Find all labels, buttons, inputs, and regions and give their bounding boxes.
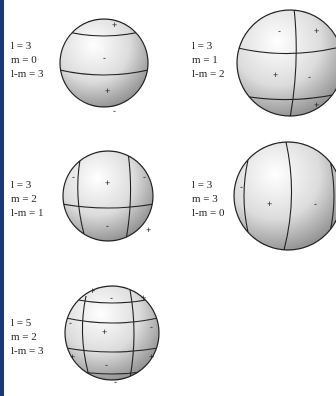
sphere-l5-m2: l = 5 m = 2 l-m = 3 + - + - + - + - + -: [11, 285, 160, 387]
lobe-sign: +: [102, 327, 107, 337]
label-l: l = 5: [11, 317, 32, 329]
lobe-sign: -: [308, 72, 311, 82]
label-l: l = 3: [192, 40, 213, 52]
label-m: m = 2: [11, 331, 37, 343]
label-m: m = 0: [11, 54, 37, 66]
lobe-sign: +: [70, 352, 75, 362]
lobe-sign: +: [146, 225, 151, 235]
lobe-sign: -: [113, 106, 116, 116]
lobe-sign: +: [273, 70, 278, 80]
label-l: l = 3: [11, 179, 32, 191]
sphere-l3-m0: l = 3 m = 0 l-m = 3 + - + -: [11, 18, 149, 116]
lobe-sign: -: [110, 293, 113, 303]
lobe-sign: -: [106, 221, 109, 231]
lobe-sign: -: [69, 318, 72, 328]
lobe-sign: +: [314, 26, 319, 36]
lobe-sign: +: [141, 293, 146, 303]
label-l-minus-m: l-m = 1: [11, 207, 43, 219]
lobe-sign: -: [143, 172, 146, 182]
sphere-l3-m1: l = 3 m = 1 l-m = 2 - + + - +: [192, 9, 336, 117]
lobe-sign: +: [267, 199, 272, 209]
figure-panel: l = 3 m = 0 l-m = 3 + - + - l = 3 m = 1 …: [4, 0, 336, 396]
lobe-sign: +: [149, 352, 154, 362]
lobe-sign: -: [72, 172, 75, 182]
lobe-sign: +: [112, 20, 117, 30]
lobe-sign: +: [90, 286, 95, 296]
label-l-minus-m: l-m = 2: [192, 68, 224, 80]
lobe-sign: -: [314, 199, 317, 209]
lobe-sign: -: [278, 26, 281, 36]
label-m: m = 1: [192, 54, 218, 66]
lobe-sign: +: [105, 86, 110, 96]
sphere-l3-m2: l = 3 m = 2 l-m = 1 - + - - +: [11, 150, 154, 242]
sphere-l3-m3: l = 3 m = 3 l-m = 0 - + -: [192, 141, 336, 251]
label-l: l = 3: [192, 179, 213, 191]
lobe-sign: +: [105, 178, 110, 188]
spherical-harmonics-figure: l = 3 m = 0 l-m = 3 + - + - l = 3 m = 1 …: [11, 9, 336, 387]
lobe-sign: -: [240, 182, 243, 192]
lobe-sign: -: [150, 322, 153, 332]
label-m: m = 3: [192, 193, 218, 205]
lobe-sign: -: [105, 360, 108, 370]
lobe-sign: +: [314, 100, 319, 110]
label-l: l = 3: [11, 40, 32, 52]
lobe-sign: -: [114, 377, 117, 387]
label-m: m = 2: [11, 193, 37, 205]
label-l-minus-m: l-m = 3: [11, 345, 44, 357]
lobe-sign: -: [103, 53, 106, 63]
label-l-minus-m: l-m = 3: [11, 68, 44, 80]
label-l-minus-m: l-m = 0: [192, 207, 225, 219]
